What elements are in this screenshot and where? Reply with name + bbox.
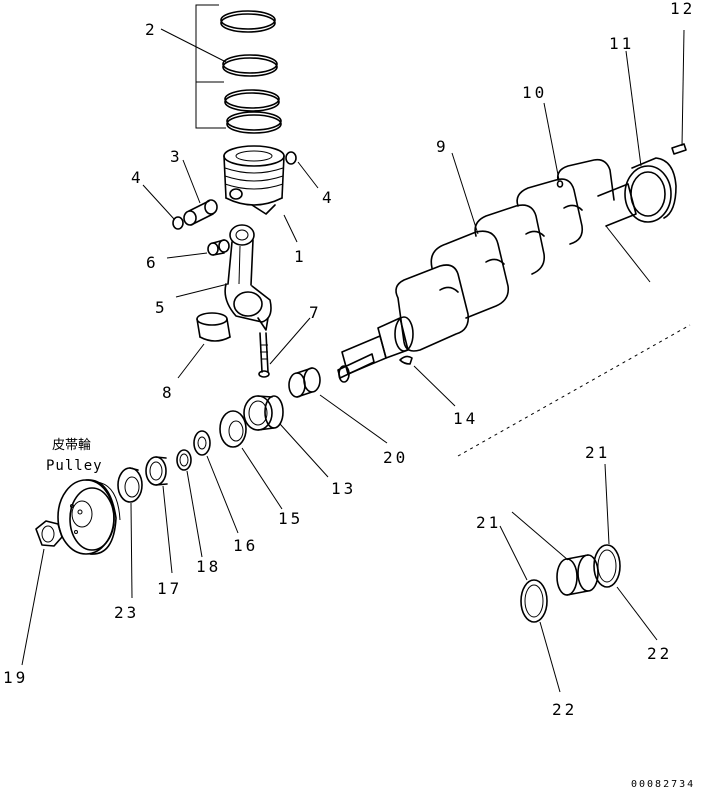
callout-19: 19: [3, 668, 28, 687]
callout-6: 6: [146, 253, 159, 272]
callout-labels: 1 2 3 4 4 5 6 7 8 9 10 11 12 13 14 15 16…: [3, 0, 695, 719]
callout-20: 20: [383, 448, 408, 467]
woodruff-key: [399, 355, 413, 365]
callout-12: 12: [670, 0, 695, 18]
callout-7: 7: [309, 303, 322, 322]
piston-rings: [195, 4, 282, 134]
callout-11: 11: [609, 34, 634, 53]
callout-17: 17: [157, 579, 182, 598]
rear-pin: [671, 143, 687, 155]
connecting-rod: [224, 224, 272, 331]
callout-4-left: 4: [131, 168, 144, 187]
callout-21-upper: 21: [585, 443, 610, 462]
crank-gear: [288, 367, 321, 398]
callout-22-bottom: 22: [552, 700, 577, 719]
crankshaft: [337, 158, 651, 383]
pulley-label-en: Pulley: [46, 458, 103, 474]
callout-3: 3: [170, 147, 183, 166]
pulley: [57, 479, 121, 555]
washer: [193, 430, 211, 456]
front-seal: [117, 467, 143, 503]
rear-seal: [624, 157, 677, 223]
callout-22-right: 22: [647, 644, 672, 663]
piston: [223, 145, 285, 215]
thrust-washer-lower: [520, 579, 548, 623]
conrod-bolt: [258, 332, 270, 378]
callout-9: 9: [436, 137, 449, 156]
snap-ring-right: [285, 151, 297, 165]
callout-8: 8: [162, 383, 175, 402]
snap-ring-left: [172, 216, 184, 230]
callout-10: 10: [522, 83, 547, 102]
crank-dowel: [556, 180, 564, 188]
callout-16: 16: [233, 536, 258, 555]
pulley-label-jp: 皮帯輪: [52, 437, 91, 453]
callout-1: 1: [294, 247, 307, 266]
pulley-nut: [35, 520, 63, 547]
section-divider: [457, 324, 691, 457]
callout-2: 2: [145, 20, 158, 39]
callout-15: 15: [278, 509, 303, 528]
callout-14: 14: [453, 409, 478, 428]
main-bearing: [556, 554, 599, 596]
callout-4-right: 4: [322, 188, 335, 207]
oil-slinger: [219, 410, 247, 448]
callout-21-lower: 21: [476, 513, 501, 532]
callout-13: 13: [331, 479, 356, 498]
callout-5: 5: [155, 298, 168, 317]
callout-23: 23: [114, 603, 139, 622]
conrod-bearing: [196, 312, 231, 342]
callout-18: 18: [196, 557, 221, 576]
drawing-code: 00082734: [631, 779, 695, 790]
sleeve: [145, 456, 168, 486]
piston-pin: [183, 199, 218, 226]
small-end-bushing: [207, 239, 230, 256]
o-ring: [176, 449, 192, 471]
leader-lines: [21, 28, 685, 693]
spacer: [243, 395, 284, 431]
